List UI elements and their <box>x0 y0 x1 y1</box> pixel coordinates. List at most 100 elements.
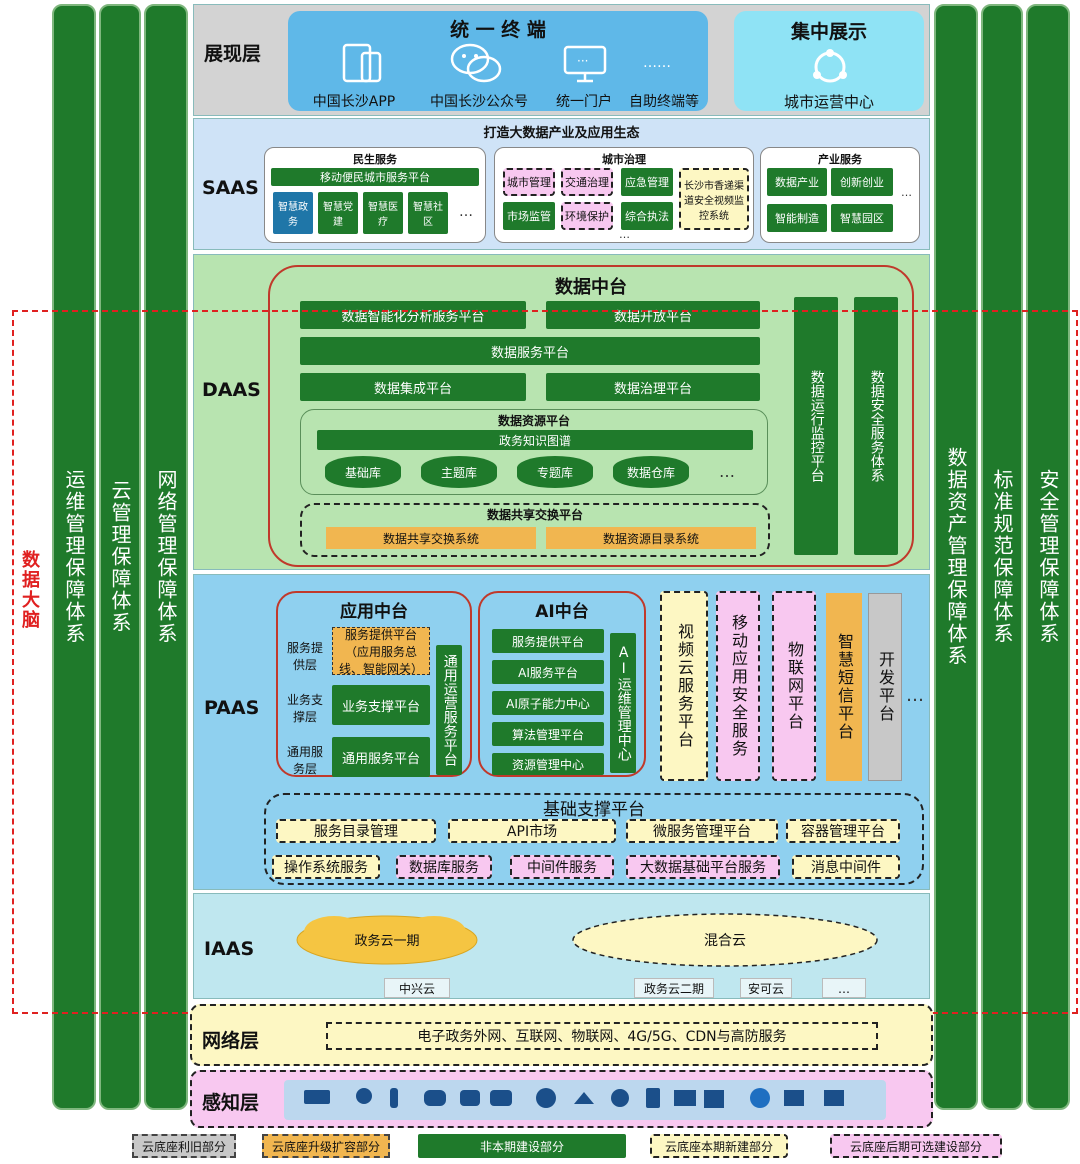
ai-ops-center: AI运维管理中心 <box>610 633 636 773</box>
chengshi-title: 城市治理 <box>602 153 646 166</box>
daas-governance-platform: 数据治理平台 <box>546 373 760 401</box>
daas-open-platform: 数据开放平台 <box>546 301 760 329</box>
chengshi-more: … <box>619 228 630 241</box>
layer-saas: SAAS 打造大数据产业及应用生态 民生服务 移动便民城市服务平台 智慧政务 智… <box>193 118 930 250</box>
side-bar-ops: 运维管理保障体系 <box>52 4 96 1110</box>
share-exchange-system: 数据共享交换系统 <box>326 527 536 549</box>
chengshi-market: 市场监管 <box>503 202 555 230</box>
mobile-security-service: 移动应用安全服务 <box>716 591 760 781</box>
layer-show-label: 展现层 <box>204 43 262 65</box>
sensor-icons <box>304 1088 844 1108</box>
minsheng-more: … <box>459 204 473 220</box>
tablet-icon <box>340 43 384 87</box>
app-service-provider: 服务提供平台（应用服务总线、智能网关） <box>332 627 430 676</box>
daas-analysis-platform: 数据智能化分析服务平台 <box>300 301 526 329</box>
app-middle-title: 应用中台 <box>340 602 408 622</box>
resource-catalog-system: 数据资源目录系统 <box>546 527 756 549</box>
terminal-portal: 统一门户 <box>556 94 612 110</box>
chanye-park: 智慧园区 <box>831 204 893 232</box>
sms-platform: 智慧短信平台 <box>826 593 862 781</box>
data-resource-title: 数据资源平台 <box>497 414 570 428</box>
ai-middle-platform: AI中台 服务提供平台 AI服务平台 AI原子能力中心 算法管理平台 资源管理中… <box>478 591 646 777</box>
monitor-icon: ··· <box>563 45 607 89</box>
network-hub-icon <box>808 47 852 91</box>
daas-integration-platform: 数据集成平台 <box>300 373 526 401</box>
data-brain-text: 数据大脑 <box>19 550 40 630</box>
mobile-security-label: 移动应用安全服务 <box>729 614 748 758</box>
minsheng-title: 民生服务 <box>353 153 397 166</box>
paas-more: … <box>906 685 924 706</box>
db-topic: 专题库 <box>517 456 593 488</box>
ai-service-provider: 服务提供平台 <box>492 629 604 653</box>
layer-network-label: 网络层 <box>202 1030 260 1052</box>
video-cloud-label: 视频云服务平台 <box>675 623 694 749</box>
side-bar-cloud-label: 云管理保障体系 <box>108 480 132 634</box>
layer-sense: 感知层 <box>190 1070 933 1128</box>
data-security-system: 数据安全服务体系 <box>854 297 898 555</box>
data-middle-platform: 数据中台 数据智能化分析服务平台 数据开放平台 数据服务平台 数据集成平台 数据… <box>268 265 914 567</box>
side-bar-standard: 标准规范保障体系 <box>981 4 1023 1110</box>
daas-service-platform: 数据服务平台 <box>300 337 760 365</box>
legend-optional: 云底座后期可选建设部分 <box>830 1134 1002 1158</box>
db-warehouse: 数据仓库 <box>613 456 689 488</box>
saas-chengshi-group: 城市治理 城市管理 交通治理 应急管理 市场监管 环境保护 综合执法 长沙市香递… <box>494 147 754 243</box>
gov-cloud-phase2: 政务云二期 <box>634 978 714 998</box>
microservice-platform: 微服务管理平台 <box>626 819 778 843</box>
terminal-app: 中国长沙APP <box>312 94 396 110</box>
layer-iaas-label: IAAS <box>204 938 255 960</box>
anke-cloud: 安可云 <box>740 978 792 998</box>
legend-new: 云底座本期新建部分 <box>650 1134 788 1158</box>
api-market: API市场 <box>448 819 616 843</box>
cloud-gov-phase1: 政务云一期 <box>294 912 480 968</box>
app-general-service: 通用服务平台 <box>332 737 430 777</box>
chanye-innovation: 创新创业 <box>831 168 893 196</box>
database-service: 数据库服务 <box>396 855 492 879</box>
app-row-3-label: 通用服务层 <box>286 745 323 776</box>
minsheng-platform: 移动便民城市服务平台 <box>271 168 479 186</box>
layer-show: 展现层 统 一 终 端 ··· …… 中国长沙APP 中国长沙公众号 统一门户 … <box>193 4 930 116</box>
base-support-title: 基础支撑平台 <box>543 800 645 820</box>
ai-algorithm-platform: 算法管理平台 <box>492 722 604 746</box>
network-list: 电子政务外网、互联网、物联网、4G/5G、CDN与高防服务 <box>326 1022 878 1050</box>
cloud-hybrid-label: 混合云 <box>704 933 746 949</box>
more-cloud: … <box>822 978 866 998</box>
saas-minsheng-group: 民生服务 移动便民城市服务平台 智慧政务 智慧党建 智慧医疗 智慧社区 … <box>264 147 486 243</box>
central-display-title: 集中展示 <box>790 21 867 43</box>
data-monitor-label: 数据运行监控平台 <box>808 370 825 482</box>
chanye-data-industry: 数据产业 <box>767 168 827 196</box>
middleware-service: 中间件服务 <box>510 855 614 879</box>
saas-chanye-group: 产业服务 数据产业 创新创业 智能制造 智慧园区 … <box>760 147 920 243</box>
app-row-2-label: 业务支撑层 <box>286 693 323 724</box>
os-service: 操作系统服务 <box>272 855 380 879</box>
dev-label: 开发平台 <box>876 651 895 723</box>
unified-terminal-panel: 统 一 终 端 ··· …… 中国长沙APP 中国长沙公众号 统一门户 自助终端… <box>288 11 708 111</box>
message-middleware: 消息中间件 <box>792 855 900 879</box>
city-operation-center: 城市运营中心 <box>783 93 874 111</box>
chanye-manufacturing: 智能制造 <box>767 204 827 232</box>
data-monitor-platform: 数据运行监控平台 <box>794 297 838 555</box>
cloud-hybrid: 混合云 <box>570 910 880 970</box>
unified-terminal-title: 统 一 终 端 <box>450 19 546 41</box>
side-bar-network-label: 网络管理保障体系 <box>154 469 178 645</box>
chengshi-urban: 城市管理 <box>503 168 555 196</box>
wechat-icon <box>448 41 504 89</box>
layer-saas-label: SAAS <box>202 177 259 199</box>
data-security-label: 数据安全服务体系 <box>868 370 885 482</box>
chanye-more: … <box>901 186 912 199</box>
app-ops-platform: 通用运营服务平台 <box>436 645 462 775</box>
sensor-strip <box>284 1080 886 1120</box>
central-display-panel: 集中展示 城市运营中心 <box>734 11 924 111</box>
video-cloud-platform: 视频云服务平台 <box>660 591 708 781</box>
dev-platform: 开发平台 <box>868 593 902 781</box>
ai-middle-title: AI中台 <box>535 602 589 622</box>
service-catalog: 服务目录管理 <box>276 819 436 843</box>
side-bar-data-asset: 数据资产管理保障体系 <box>934 4 978 1110</box>
side-bar-standard-label: 标准规范保障体系 <box>990 469 1014 645</box>
ai-resource-center: 资源管理中心 <box>492 753 604 775</box>
side-bar-data-asset-label: 数据资产管理保障体系 <box>944 447 968 667</box>
zte-cloud: 中兴云 <box>384 978 450 998</box>
chanye-title: 产业服务 <box>818 153 862 166</box>
layer-paas: PAAS 应用中台 服务提供层 服务提供平台（应用服务总线、智能网关） 业务支撑… <box>193 574 930 890</box>
chengshi-emergency: 应急管理 <box>621 168 673 196</box>
ai-service-platform: AI服务平台 <box>492 660 604 684</box>
